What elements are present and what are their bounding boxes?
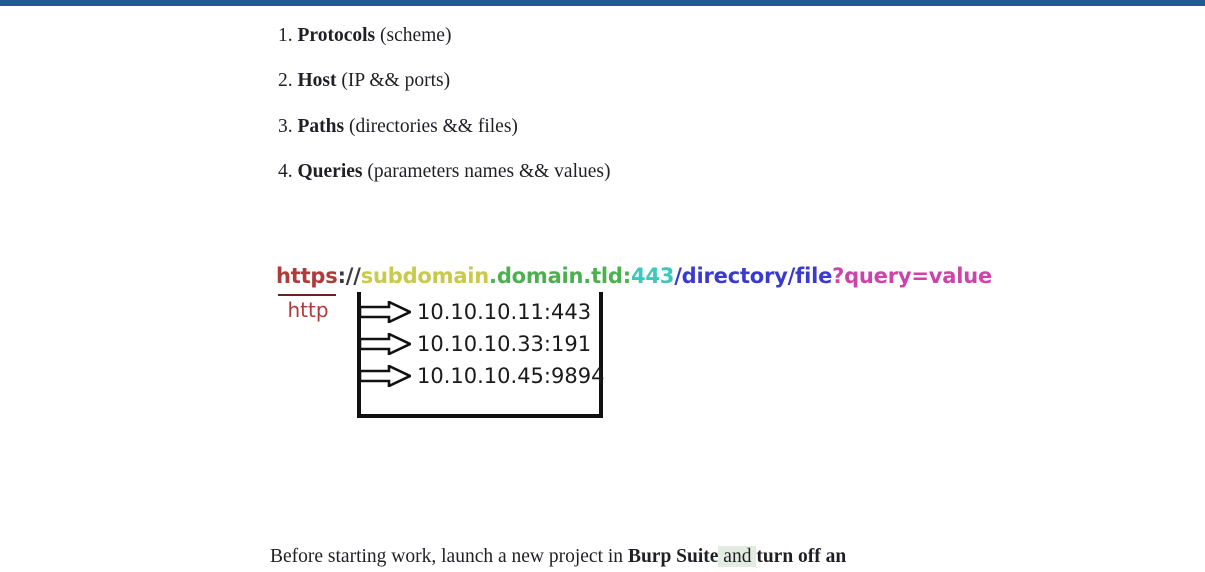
url-port: 443 bbox=[630, 264, 675, 288]
list-item-term: Queries bbox=[297, 161, 363, 183]
list-item-term: Protocols bbox=[297, 25, 376, 46]
list-item-detail: (IP && ports) bbox=[336, 70, 451, 92]
list-item-detail: (parameters names && values) bbox=[362, 161, 611, 183]
list-item-number: 1. bbox=[278, 25, 293, 46]
list-item-number: 4. bbox=[278, 161, 293, 183]
url-breakdown-line: https://subdomain.domain.tld:443/directo… bbox=[276, 266, 992, 287]
footer-instruction-bold: turn off an bbox=[756, 545, 847, 567]
host-row: 10.10.10.11:443 bbox=[359, 296, 592, 328]
list-item: 4. Queries (parameters names && values) bbox=[278, 160, 978, 183]
list-item-term: Paths bbox=[297, 115, 345, 137]
host-resolution-box: 10.10.10.11:443 10.10.10.33:191 10.10.10… bbox=[357, 292, 605, 418]
list-item-number: 2. bbox=[278, 70, 293, 92]
list-item: 2. Host (IP && ports) bbox=[278, 69, 978, 92]
host-address: 10.10.10.11:443 bbox=[417, 299, 592, 324]
url-separator: :// bbox=[337, 264, 361, 288]
scheme-divider-rule bbox=[278, 294, 336, 296]
list-item-term: Host bbox=[297, 70, 337, 92]
list-item-detail: (directories && files) bbox=[344, 115, 518, 137]
url-port-colon: : bbox=[622, 264, 631, 288]
footer-highlighted-word: and bbox=[718, 545, 757, 567]
block-arrow-right-icon bbox=[359, 301, 411, 323]
footer-text-lead: Before starting work, launch a new proje… bbox=[270, 545, 628, 567]
host-row: 10.10.10.45:9894 bbox=[359, 360, 605, 392]
list-item: 3. Paths (directories && files) bbox=[278, 115, 978, 138]
scheme-alternative-label: http bbox=[287, 298, 329, 322]
scheme-alternative-group: http bbox=[278, 294, 338, 320]
url-anatomy-diagram: https://subdomain.domain.tld:443/directo… bbox=[276, 266, 992, 436]
url-dot: . bbox=[489, 264, 497, 288]
block-arrow-right-icon bbox=[359, 365, 411, 387]
block-arrow-right-icon bbox=[359, 333, 411, 355]
url-query: ?query=value bbox=[832, 264, 993, 288]
list-item-detail: (scheme) bbox=[375, 25, 452, 46]
list-item: 1. Protocols (scheme) bbox=[278, 24, 978, 47]
list-item-number: 3. bbox=[278, 115, 293, 137]
footer-paragraph: Before starting work, launch a new proje… bbox=[270, 542, 1150, 572]
url-parts-list: 1. Protocols (scheme) 2. Host (IP && por… bbox=[278, 24, 978, 206]
url-path: /directory/file bbox=[674, 264, 833, 288]
url-subdomain: subdomain bbox=[360, 264, 490, 288]
url-scheme: https bbox=[276, 264, 338, 288]
host-row: 10.10.10.33:191 bbox=[359, 328, 592, 360]
url-domain: domain.tld bbox=[496, 264, 623, 288]
host-address: 10.10.10.45:9894 bbox=[417, 363, 605, 388]
footer-tool-name: Burp Suite bbox=[627, 545, 719, 567]
top-accent-bar bbox=[0, 0, 1205, 6]
host-address: 10.10.10.33:191 bbox=[417, 331, 592, 356]
